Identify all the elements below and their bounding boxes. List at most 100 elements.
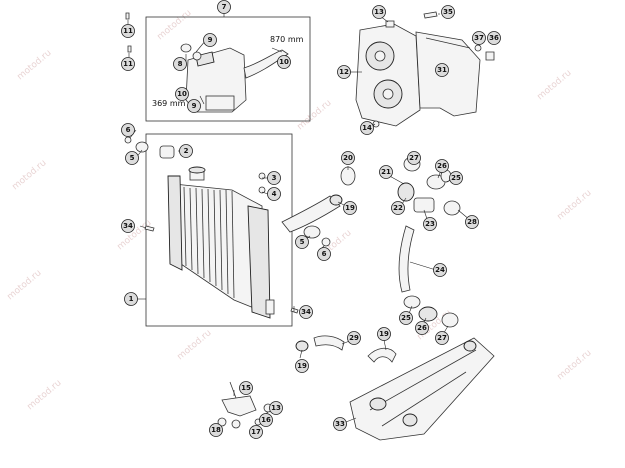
- callout-3: 3: [267, 171, 281, 185]
- callout-37: 37: [472, 31, 486, 45]
- bracket: [221, 395, 257, 417]
- svg-text:26: 26: [417, 324, 427, 332]
- fan-shroud: [355, 23, 421, 127]
- svg-text:25: 25: [401, 314, 411, 322]
- svg-text:33: 33: [335, 420, 345, 428]
- watermark: motod.ru: [556, 348, 594, 382]
- svg-text:5: 5: [300, 238, 305, 246]
- callout-19: 19: [295, 359, 309, 373]
- svg-text:34: 34: [123, 222, 133, 230]
- svg-text:4: 4: [272, 190, 277, 198]
- watermark: motod.ru: [26, 378, 64, 412]
- watermark: motod.ru: [556, 188, 594, 222]
- svg-text:10: 10: [177, 90, 187, 98]
- callout-19: 19: [343, 201, 357, 215]
- svg-text:13: 13: [271, 404, 281, 412]
- svg-text:28: 28: [467, 218, 477, 226]
- expansion-tank-frame: [145, 16, 311, 122]
- svg-text:19: 19: [379, 330, 389, 338]
- svg-text:16: 16: [261, 416, 271, 424]
- svg-text:9: 9: [208, 36, 213, 44]
- callout-2: 2: [179, 144, 193, 158]
- svg-text:10: 10: [279, 58, 289, 66]
- callout-29: 29: [347, 331, 361, 345]
- callout-13: 13: [269, 401, 283, 415]
- radiator-guard: [349, 337, 495, 441]
- svg-text:18: 18: [211, 426, 221, 434]
- svg-text:6: 6: [322, 250, 327, 258]
- hose-19: [367, 347, 397, 363]
- lower-hose: [398, 225, 415, 293]
- callout-33: 33: [333, 417, 347, 431]
- svg-text:25: 25: [451, 174, 461, 182]
- callout-26: 26: [415, 321, 429, 335]
- svg-text:27: 27: [409, 154, 419, 162]
- callout-10: 10: [175, 87, 189, 101]
- svg-text:3: 3: [272, 174, 277, 182]
- svg-text:31: 31: [437, 66, 447, 74]
- svg-text:26: 26: [437, 162, 447, 170]
- svg-text:5: 5: [130, 154, 135, 162]
- callout-17: 17: [249, 425, 263, 439]
- callout-6: 6: [317, 247, 331, 261]
- callout-11: 11: [121, 57, 135, 71]
- hose-29: [313, 335, 345, 351]
- svg-text:9: 9: [192, 102, 197, 110]
- svg-text:11: 11: [123, 27, 133, 35]
- svg-text:27: 27: [437, 334, 447, 342]
- svg-text:17: 17: [251, 428, 261, 436]
- side-cover: [415, 31, 481, 117]
- expansion-tank-group: 870 mm 369 mm: [145, 12, 311, 122]
- callout-9: 9: [203, 33, 217, 47]
- callout-13: 13: [372, 5, 386, 19]
- svg-text:12: 12: [339, 68, 349, 76]
- svg-text:23: 23: [425, 220, 435, 228]
- svg-text:7: 7: [222, 3, 227, 11]
- callout-35: 35: [441, 5, 455, 19]
- callout-10: 10: [277, 55, 291, 69]
- callout-20: 20: [341, 151, 355, 165]
- callout-4: 4: [267, 187, 281, 201]
- radiator-group: [124, 133, 356, 327]
- dimension-369mm: 369 mm: [152, 99, 186, 108]
- svg-text:14: 14: [362, 124, 372, 132]
- callout-24: 24: [433, 263, 447, 277]
- callout-8: 8: [173, 57, 187, 71]
- callout-12: 12: [337, 65, 351, 79]
- thermostat-hose-group: [397, 156, 461, 328]
- callout-11: 11: [121, 24, 135, 38]
- svg-text:35: 35: [443, 8, 453, 16]
- callout-28: 28: [465, 215, 479, 229]
- dimension-870mm: 870 mm: [270, 35, 304, 44]
- watermark: motod.ru: [6, 268, 44, 302]
- small-screws-11: [125, 12, 132, 57]
- svg-text:29: 29: [349, 334, 359, 342]
- callout-25: 25: [449, 171, 463, 185]
- callout-6: 6: [121, 123, 135, 137]
- watermark: motod.ru: [11, 158, 49, 192]
- callout-31: 31: [435, 63, 449, 77]
- callout-27: 27: [407, 151, 421, 165]
- callout-26: 26: [435, 159, 449, 173]
- svg-text:24: 24: [435, 266, 445, 274]
- bottom-hoses-group: [295, 335, 397, 363]
- callout-25: 25: [399, 311, 413, 325]
- callout-23: 23: [423, 217, 437, 231]
- callout-18: 18: [209, 423, 223, 437]
- svg-text:13: 13: [374, 8, 384, 16]
- callout-19: 19: [377, 327, 391, 341]
- svg-text:2: 2: [184, 147, 189, 155]
- svg-text:21: 21: [381, 168, 391, 176]
- callout-34: 34: [121, 219, 135, 233]
- callout-36: 36: [487, 31, 501, 45]
- svg-text:19: 19: [345, 204, 355, 212]
- bracket-group: [217, 381, 273, 429]
- svg-text:8: 8: [178, 60, 183, 68]
- callout-16: 16: [259, 413, 273, 427]
- callout-5: 5: [295, 235, 309, 249]
- svg-text:6: 6: [126, 126, 131, 134]
- watermark: motod.ru: [156, 8, 194, 42]
- fan-assembly-group: [355, 11, 495, 128]
- svg-text:19: 19: [297, 362, 307, 370]
